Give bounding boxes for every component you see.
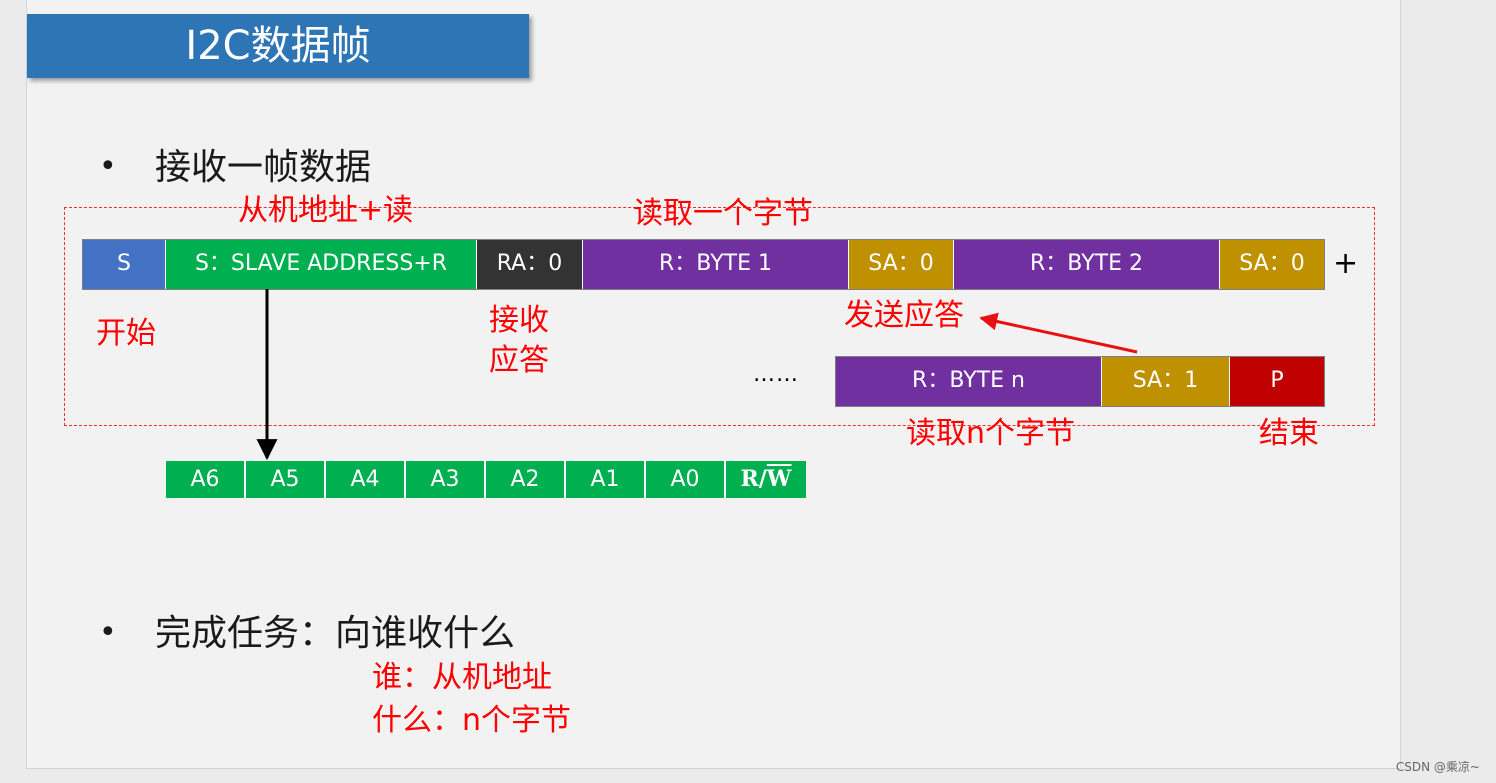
bit-a4: A4	[326, 461, 406, 498]
cell-send-ack-2: SA：0	[1220, 240, 1324, 289]
bullet-text: 接收一帧数据	[155, 147, 372, 188]
label-what: 什么：n个字节	[372, 703, 572, 738]
bullet-text: 完成任务：向谁收什么	[155, 613, 516, 654]
label-send-ack: 发送应答	[844, 298, 964, 333]
watermark: CSDN @乘凉~	[1395, 760, 1480, 774]
arrows-layer	[256, 289, 1138, 461]
send-ack-pointer-arrow	[979, 312, 1138, 354]
slide-title: I2C数据帧	[27, 14, 529, 78]
slide: I2C数据帧 •接收一帧数据 S S：SLAVE ADDRESS+R RA：0 …	[26, 0, 1401, 769]
frame-row2-border	[835, 356, 1325, 407]
cell-send-ack-1: SA：0	[849, 240, 954, 289]
label-start: 开始	[96, 316, 156, 351]
cell-byte-1: R：BYTE 1	[583, 240, 849, 289]
label-receive-ack-line2: 应答	[489, 343, 549, 378]
bit-a6: A6	[166, 461, 246, 498]
bit-a1: A1	[566, 461, 646, 498]
bit-a3: A3	[406, 461, 486, 498]
bit-read-write: R/W	[726, 461, 806, 498]
bullet-dot-icon: •	[99, 149, 117, 184]
label-receive-ack-line1: 接收	[489, 303, 549, 338]
label-read-n-bytes: 读取n个字节	[906, 416, 1076, 451]
bit-a0: A0	[646, 461, 726, 498]
label-end: 结束	[1259, 416, 1319, 451]
cell-byte-n: R：BYTE n	[836, 357, 1102, 406]
cell-receive-ack: RA：0	[477, 240, 583, 289]
cell-byte-2: R：BYTE 2	[954, 240, 1220, 289]
frame-dashed-box	[64, 207, 1375, 426]
bit-a2: A2	[486, 461, 566, 498]
bullet-task: • 完成任务：向谁收什么	[99, 604, 515, 656]
bit-a5: A5	[246, 461, 326, 498]
label-read-one-byte: 读取一个字节	[633, 196, 813, 231]
cell-slave-address-read: S：SLAVE ADDRESS+R	[166, 240, 477, 289]
label-slave-address-read: 从机地址+读	[238, 193, 414, 228]
frame-row1-border	[82, 239, 1325, 290]
rw-prefix: R/	[740, 466, 767, 492]
bullet-dot-icon: •	[99, 615, 117, 650]
ellipsis: ……	[753, 362, 799, 387]
continuation-plus: +	[1333, 246, 1359, 281]
rw-overlined: W	[766, 466, 792, 492]
bullet-receive-frame: • 接收一帧数据	[99, 138, 371, 190]
cell-stop: P	[1230, 357, 1324, 406]
cell-send-nack: SA：1	[1102, 357, 1230, 406]
cell-start: S	[83, 240, 166, 289]
label-who: 谁：从机地址	[372, 660, 552, 695]
